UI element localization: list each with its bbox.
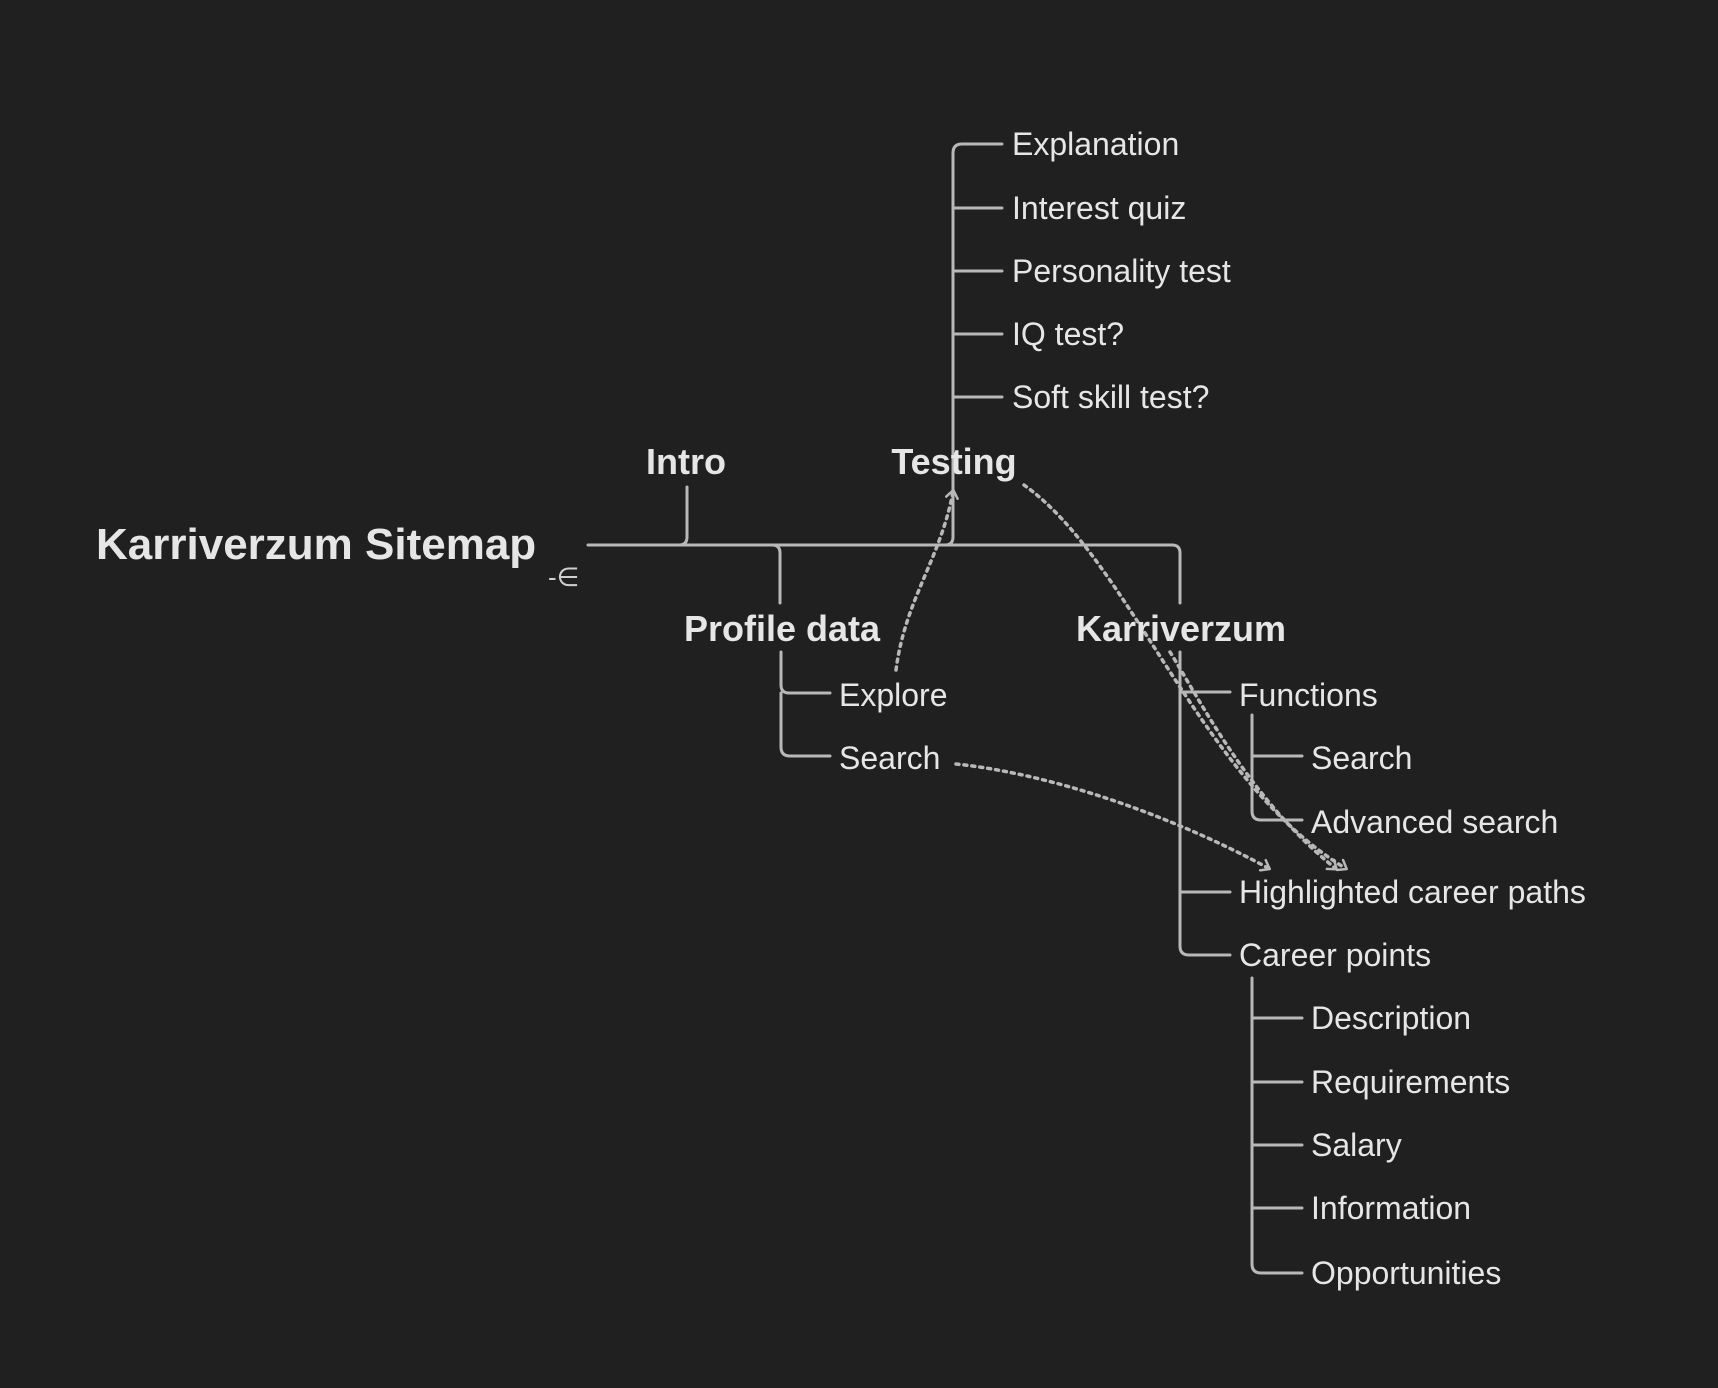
node-personality-test[interactable]: Personality test [1012,253,1231,289]
node-career-points[interactable]: Career points [1239,937,1432,973]
connector-intro [677,485,689,547]
node-description[interactable]: Description [1311,1000,1472,1036]
link-explore-to-testing [894,492,953,672]
node-salary[interactable]: Salary [1311,1127,1402,1163]
connector-karriverzum-children [1178,650,1232,957]
connector-functions-children [1250,713,1304,822]
node-soft-skill-test[interactable]: Soft skill test? [1012,379,1210,415]
connector-profile-children [779,650,832,758]
node-opportunities[interactable]: Opportunities [1311,1255,1502,1291]
link-karriverzum-to-highlighted [1168,650,1335,868]
node-functions[interactable]: Functions [1239,677,1378,713]
node-highlighted-career-paths[interactable]: Highlighted career paths [1239,874,1586,910]
connector-profile [770,543,782,605]
node-explore[interactable]: Explore [839,677,948,713]
node-explanation[interactable]: Explanation [1012,126,1180,162]
node-functions-search[interactable]: Search [1311,740,1413,776]
link-search-to-highlighted [954,762,1268,868]
connector-testing-children [951,142,1004,439]
node-profile-search[interactable]: Search [839,740,941,776]
node-testing[interactable]: Testing [891,441,1017,482]
node-requirements[interactable]: Requirements [1311,1064,1511,1100]
root-node[interactable]: Karriverzum Sitemap [96,520,537,569]
node-iq-test[interactable]: IQ test? [1012,316,1125,352]
node-profile-data[interactable]: Profile data [683,608,881,649]
node-intro[interactable]: Intro [646,441,726,482]
collapse-toggle-icon[interactable]: -∈ [548,562,580,592]
connector-karriverzum [1170,543,1182,605]
node-information[interactable]: Information [1311,1190,1472,1226]
node-karriverzum[interactable]: Karriverzum [1075,608,1287,649]
node-interest-quiz[interactable]: Interest quiz [1012,190,1187,226]
connector-testing [943,435,955,547]
connector-career-points-children [1250,976,1304,1275]
node-advanced-search[interactable]: Advanced search [1311,804,1559,840]
